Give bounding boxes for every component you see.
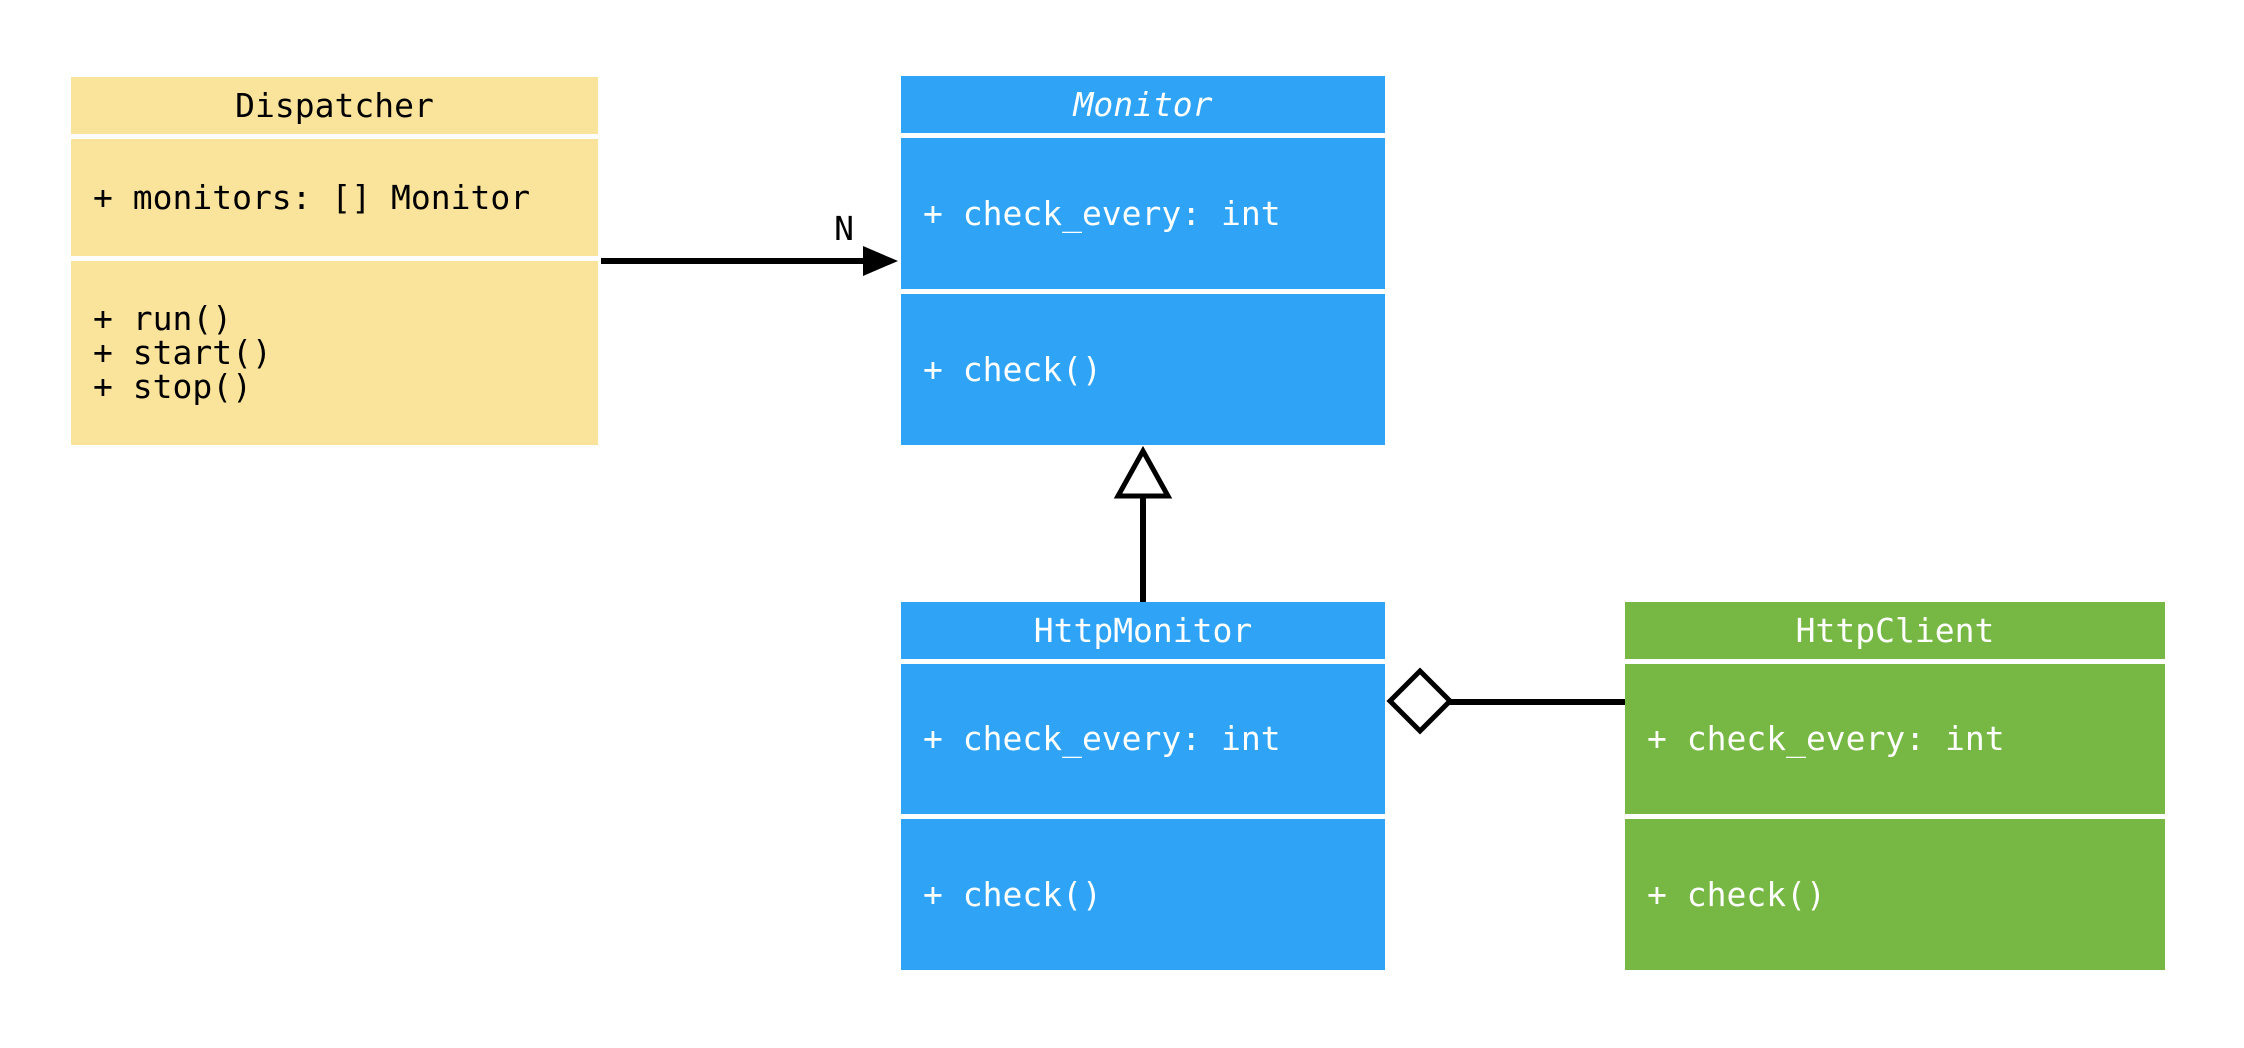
method-line: + check(): [923, 349, 1102, 389]
class-monitor: Monitor + check_every: int + check(): [901, 76, 1385, 445]
class-attributes: + check_every: int: [901, 138, 1385, 289]
class-methods: + check(): [901, 819, 1385, 970]
class-title: Monitor: [901, 76, 1385, 133]
class-attributes: + check_every: int: [901, 664, 1385, 814]
class-title: Dispatcher: [71, 77, 598, 134]
multiplicity-label: N: [834, 209, 854, 248]
attribute-line: + check_every: int: [1647, 719, 2005, 758]
class-methods: + run() + start() + stop(): [71, 261, 598, 445]
filled-arrowhead-icon: [863, 246, 898, 276]
method-line: + run(): [93, 299, 233, 338]
method-line: + check(): [923, 874, 1102, 914]
class-title: HttpMonitor: [901, 602, 1385, 659]
attribute-line: + monitors: [] Monitor: [93, 177, 531, 217]
class-methods: + check(): [1625, 819, 2165, 970]
method-line: + check(): [1647, 874, 1826, 914]
class-title: HttpClient: [1625, 602, 2165, 659]
hollow-triangle-icon: [1113, 445, 1173, 499]
method-line: + start(): [93, 333, 272, 372]
class-httpmonitor: HttpMonitor + check_every: int + check(): [901, 602, 1385, 970]
class-httpclient: HttpClient + check_every: int + check(): [1625, 602, 2165, 970]
class-methods: + check(): [901, 294, 1385, 445]
class-name: Dispatcher: [235, 86, 434, 125]
hollow-diamond-icon: [1386, 667, 1454, 735]
class-attributes: + check_every: int: [1625, 664, 2165, 814]
attribute-line: + check_every: int: [923, 193, 1281, 233]
class-dispatcher: Dispatcher + monitors: [] Monitor + run(…: [71, 77, 598, 445]
class-name: HttpClient: [1795, 611, 1995, 650]
class-name: Monitor: [1073, 85, 1213, 124]
method-line: + stop(): [93, 367, 252, 406]
class-attributes: + monitors: [] Monitor: [71, 139, 598, 256]
attribute-line: + check_every: int: [923, 719, 1281, 758]
class-name: HttpMonitor: [1033, 611, 1253, 650]
